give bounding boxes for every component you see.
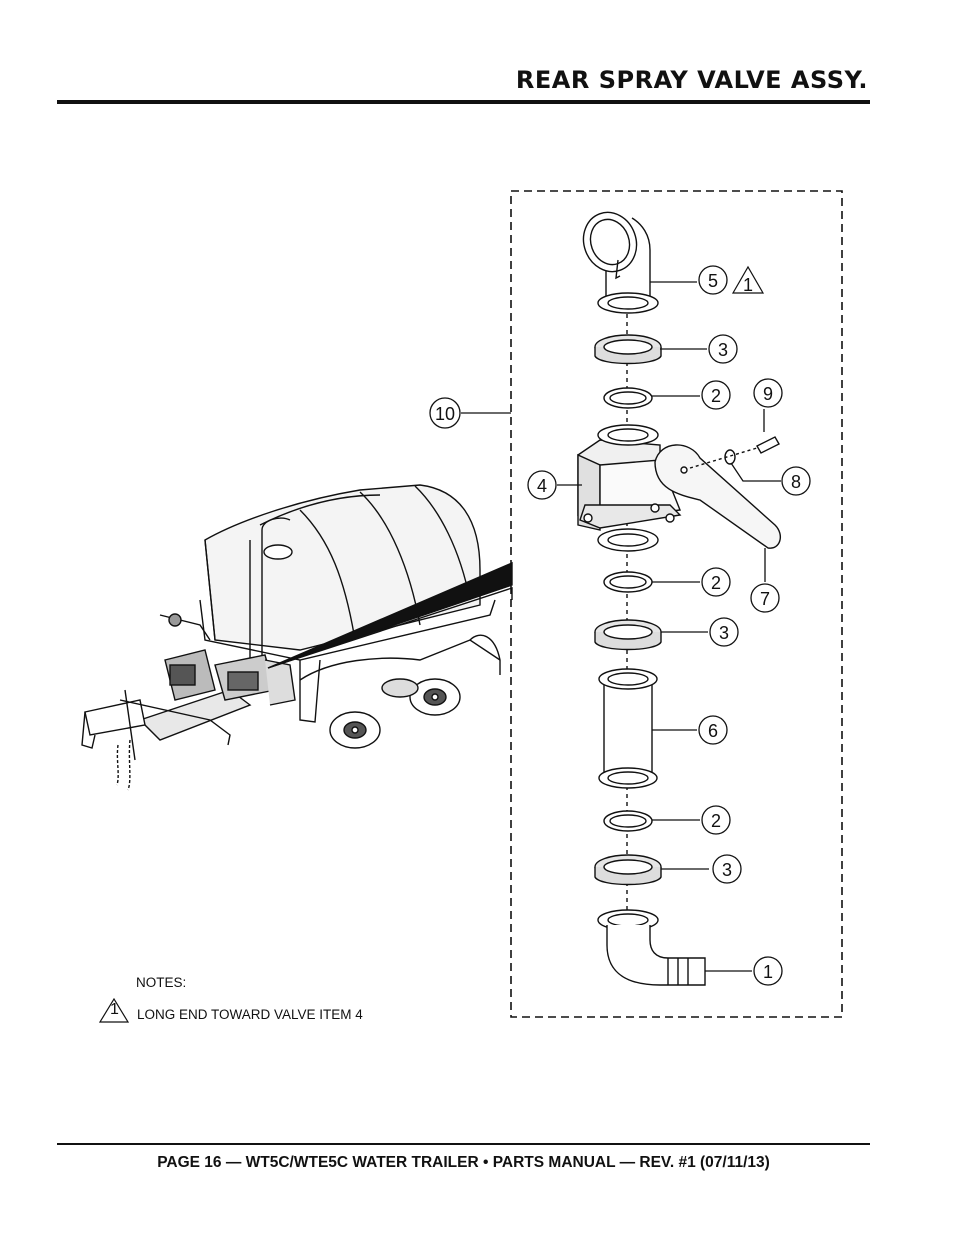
svg-text:2: 2 [711,573,721,593]
callout-2c: 2 [701,805,731,835]
callout-5: 5 [698,265,728,295]
svg-text:7: 7 [760,589,770,609]
note-item: 1 LONG END TOWARD VALVE ITEM 4 [99,998,419,1024]
callout-2b: 2 [701,567,731,597]
callout-4: 4 [527,470,557,500]
page-title: REAR SPRAY VALVE ASSY. [515,66,868,94]
svg-text:5: 5 [708,271,718,291]
notes-heading: NOTES: [136,975,187,990]
callout-9: 9 [753,378,783,408]
callout-8: 8 [781,466,811,496]
callout-6: 6 [698,715,728,745]
svg-text:1: 1 [743,275,753,295]
callout-10: 10 [429,397,461,429]
svg-text:6: 6 [708,721,718,741]
callout-7: 7 [750,583,780,613]
svg-text:2: 2 [711,386,721,406]
callout-1: 1 [753,956,783,986]
callout-2a: 2 [701,380,731,410]
svg-text:1: 1 [763,962,773,982]
note-marker: 1 [110,1001,119,1018]
svg-text:2: 2 [711,811,721,831]
leader-lines [461,281,781,972]
svg-text:9: 9 [763,384,773,404]
page-footer: PAGE 16 — WT5C/WTE5C WATER TRAILER • PAR… [157,1154,770,1171]
callout-3a: 3 [708,334,738,364]
trailer-illustration [81,484,513,791]
svg-text:10: 10 [435,404,455,424]
detail-box [510,190,843,1018]
callout-3c: 3 [712,854,742,884]
callout-3b: 3 [709,617,739,647]
svg-text:3: 3 [719,623,729,643]
svg-text:8: 8 [791,472,801,492]
svg-text:3: 3 [718,340,728,360]
footer-rule [57,1143,870,1145]
warning-triangle-icon: 1 [731,265,765,295]
warning-triangle-icon [99,998,129,1023]
valve-parts [577,211,782,986]
header-rule [57,100,870,104]
callouts: 5 3 2 9 10 4 8 2 7 3 6 2 3 1 [429,265,811,986]
svg-text:4: 4 [537,476,547,496]
note-text: LONG END TOWARD VALVE ITEM 4 [137,1007,363,1022]
svg-text:3: 3 [722,860,732,880]
